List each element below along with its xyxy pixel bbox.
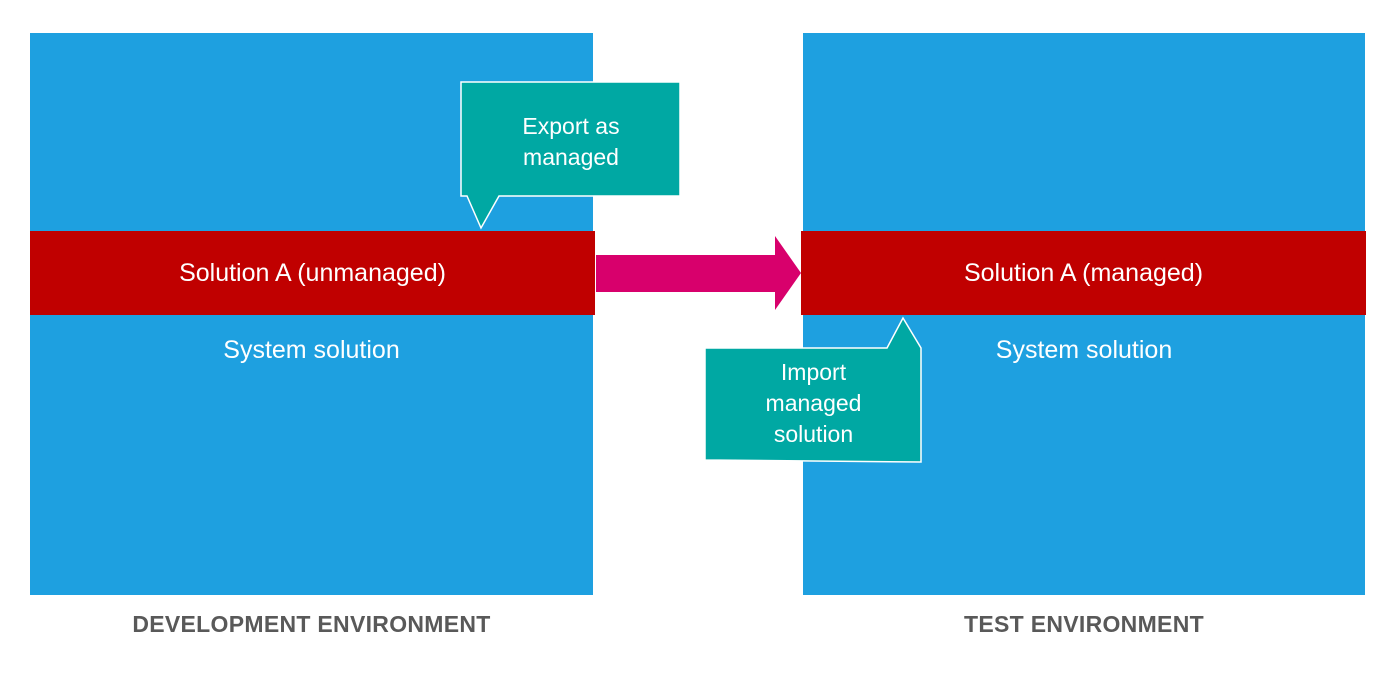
export-callout-shape — [460, 81, 681, 230]
test-system-solution-label: System solution — [995, 336, 1173, 364]
transfer-arrow — [596, 236, 801, 310]
dev-system-solution-label: System solution — [223, 336, 400, 364]
solution-a-unmanaged-label: Solution A (unmanaged) — [179, 258, 446, 287]
solution-a-unmanaged-bar: Solution A (unmanaged) — [30, 231, 595, 315]
test-environment-caption: TEST ENVIRONMENT — [964, 611, 1204, 637]
import-managed-solution-callout: Import managed solution — [765, 359, 862, 447]
solution-a-managed-label: Solution A (managed) — [963, 258, 1204, 287]
import-callout-shape — [704, 316, 922, 463]
development-environment-caption: DEVELOPMENT ENVIRONMENT — [132, 611, 491, 637]
export-as-managed-callout: Export as managed — [522, 113, 620, 170]
solution-a-managed-bar: Solution A (managed) — [801, 231, 1366, 315]
